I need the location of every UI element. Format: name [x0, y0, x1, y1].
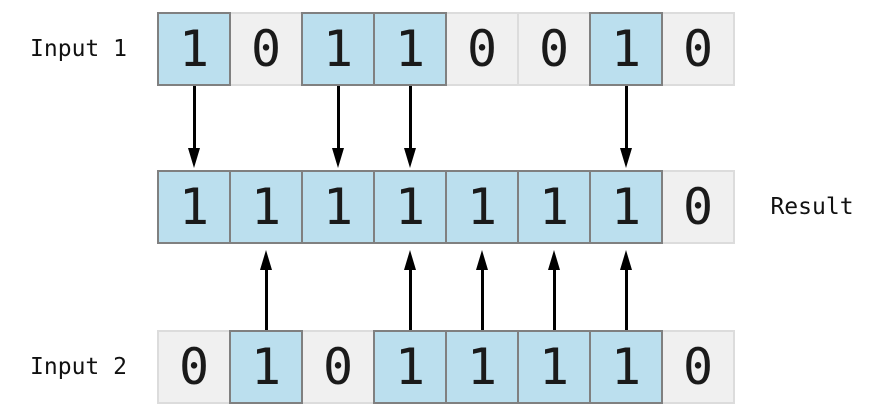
input2-cell-3: 1 [373, 330, 447, 404]
input1-cell-5: 0 [517, 12, 591, 86]
input2-arrow-line-4 [480, 269, 484, 330]
input1-arrow-line-6 [624, 86, 628, 149]
result-cell-2: 1 [301, 170, 375, 244]
input1-cell-6: 1 [589, 12, 663, 86]
result-cell-1: 1 [229, 170, 303, 244]
arrow-down-icon [332, 148, 344, 168]
input1-arrow-line-2 [336, 86, 340, 149]
result-cell-6: 1 [589, 170, 663, 244]
input2-cell-7: 0 [661, 330, 735, 404]
input2-cell-6: 1 [589, 330, 663, 404]
arrow-down-icon [404, 148, 416, 168]
result-cell-0: 1 [157, 170, 231, 244]
result-cell-5: 1 [517, 170, 591, 244]
result-cell-3: 1 [373, 170, 447, 244]
input1-label: Input 1 [30, 36, 127, 62]
input2-cell-5: 1 [517, 330, 591, 404]
input2-arrow-line-5 [552, 269, 556, 330]
input2-arrow-line-6 [624, 269, 628, 330]
arrow-up-icon [260, 250, 272, 270]
arrow-up-icon [548, 250, 560, 270]
input1-arrow-line-3 [408, 86, 412, 149]
input1-cell-7: 0 [661, 12, 735, 86]
arrow-up-icon [620, 250, 632, 270]
input2-cell-4: 1 [445, 330, 519, 404]
arrow-up-icon [404, 250, 416, 270]
result-cell-4: 1 [445, 170, 519, 244]
result-cell-7: 0 [661, 170, 735, 244]
input1-cell-0: 1 [157, 12, 231, 86]
input2-label: Input 2 [30, 354, 127, 380]
input2-cell-1: 1 [229, 330, 303, 404]
input2-arrow-line-1 [264, 269, 268, 330]
input1-cell-2: 1 [301, 12, 375, 86]
input1-cell-1: 0 [229, 12, 303, 86]
input1-cell-4: 0 [445, 12, 519, 86]
input2-arrow-line-3 [408, 269, 412, 330]
arrow-down-icon [188, 148, 200, 168]
arrow-up-icon [476, 250, 488, 270]
input1-cell-3: 1 [373, 12, 447, 86]
arrow-down-icon [620, 148, 632, 168]
input2-cell-0: 0 [157, 330, 231, 404]
input1-arrow-line-0 [192, 86, 196, 149]
input2-cell-2: 0 [301, 330, 375, 404]
result-label: Result [770, 194, 854, 220]
